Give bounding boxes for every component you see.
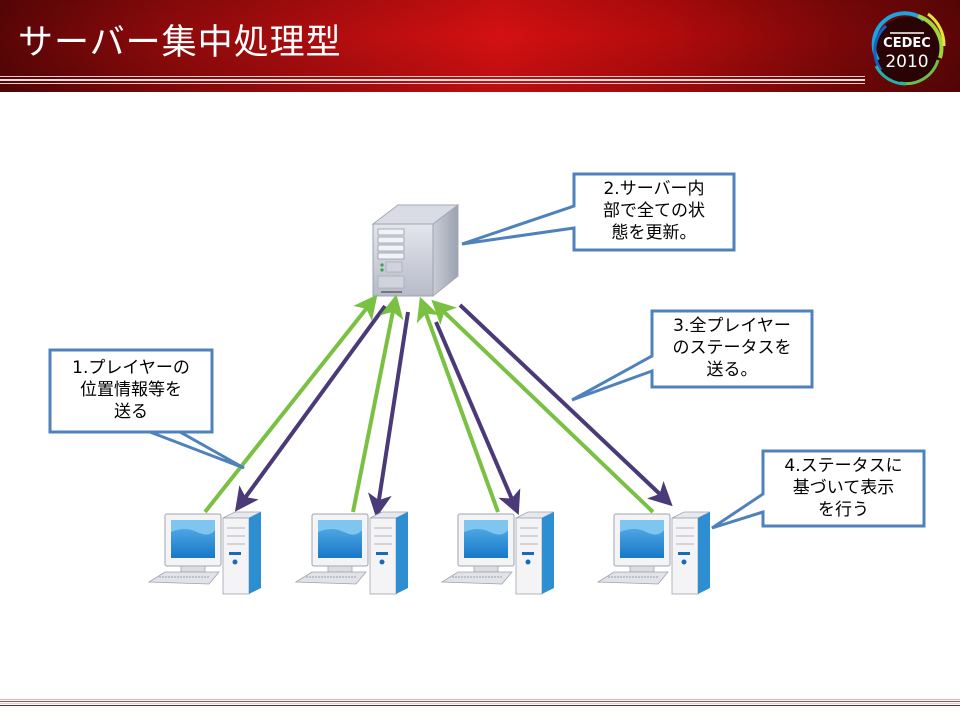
client-pc-1 [147, 511, 262, 595]
client-pc-2 [294, 511, 409, 595]
desktop-pc-icon [440, 511, 555, 595]
callout-1-line: 位置情報等を [80, 380, 182, 400]
footer-divider-lines [0, 699, 960, 707]
callout-3-line: 送る。 [706, 360, 758, 380]
callout-3-line: のステータスを [672, 338, 792, 358]
callout-4: 4.ステータスに 基づいて表示 を行う [765, 455, 922, 521]
upload-arrow [351, 294, 404, 513]
download-arrow [367, 311, 410, 518]
callout-2-line: 態を更新。 [611, 223, 697, 243]
download-arrow [458, 303, 673, 507]
slide-title: サーバー集中処理型 [18, 23, 342, 63]
callout-2-shape [461, 172, 736, 252]
callout-2-line: 部で全ての状 [603, 201, 705, 221]
desktop-pc-icon [294, 511, 409, 595]
callout-4-shape [711, 449, 926, 530]
callout-3-line: 3.全プレイヤー [673, 316, 791, 336]
logo-year: 2010 [885, 52, 929, 72]
slide-header: サーバー集中処理型 CEDEC 2010 [0, 0, 960, 92]
callout-1-line: 送る [114, 402, 148, 422]
callout-1-line: 1.プレイヤーの [72, 358, 190, 378]
upload-arrow [416, 296, 500, 513]
client-pc-3 [440, 511, 555, 595]
cedec-swirl-icon [871, 11, 946, 86]
logo-name: CEDEC [883, 36, 931, 51]
header-divider-lines [0, 76, 865, 84]
callout-3: 3.全プレイヤー のステータスを 送る。 [654, 315, 810, 381]
callout-3-shape [571, 309, 814, 402]
download-arrow [434, 321, 521, 516]
upload-arrow [431, 299, 655, 514]
callout-2: 2.サーバー内 部で全ての状 態を更新。 [576, 178, 732, 244]
desktop-pc-icon [596, 511, 711, 595]
download-arrow [234, 304, 387, 512]
upload-arrow [203, 294, 378, 514]
callout-1-shape [48, 348, 245, 470]
server-tower-icon [371, 203, 460, 298]
callout-4-line: を行う [818, 500, 869, 520]
client-pc-4 [596, 511, 711, 595]
callout-1: 1.プレイヤーの 位置情報等を 送る [52, 357, 210, 423]
callout-2-line: 2.サーバー内 [603, 179, 705, 199]
callout-4-line: 4.ステータスに [784, 456, 903, 476]
callout-4-line: 基づいて表示 [792, 478, 895, 498]
desktop-pc-icon [147, 511, 262, 595]
cedec-logo: CEDEC 2010 [866, 8, 948, 88]
